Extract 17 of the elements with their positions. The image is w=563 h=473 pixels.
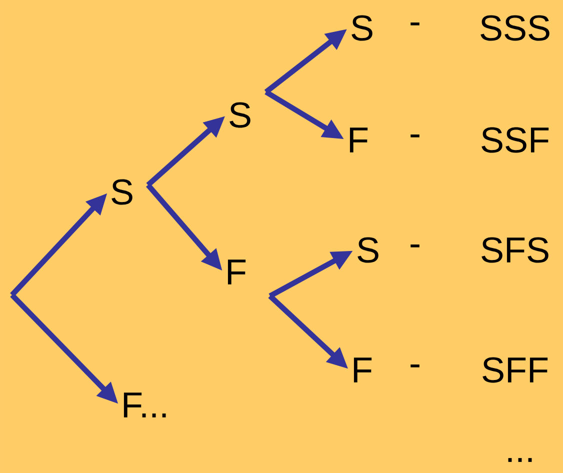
- separator-dash: -: [410, 22, 420, 26]
- sequence-label: SSS: [480, 15, 550, 41]
- outcome-letter: F: [228, 260, 246, 284]
- outcome-letter: F...: [124, 392, 166, 418]
- separator-dash: -: [410, 244, 420, 248]
- outcome-letter: F: [350, 128, 368, 152]
- separator-dash: -: [410, 364, 420, 368]
- sequence-label: SFF: [482, 357, 548, 383]
- separator-dash: -: [410, 134, 420, 138]
- outcome-letter: S: [352, 15, 372, 41]
- sequence-label: SFS: [482, 237, 548, 263]
- outcome-letter: S: [230, 102, 250, 128]
- ellipsis-label: ...: [508, 458, 532, 462]
- outcome-letter: F: [354, 358, 372, 382]
- outcome-letter: S: [358, 237, 378, 263]
- sequence-label: SSF: [482, 127, 549, 153]
- outcome-letter: S: [112, 179, 132, 205]
